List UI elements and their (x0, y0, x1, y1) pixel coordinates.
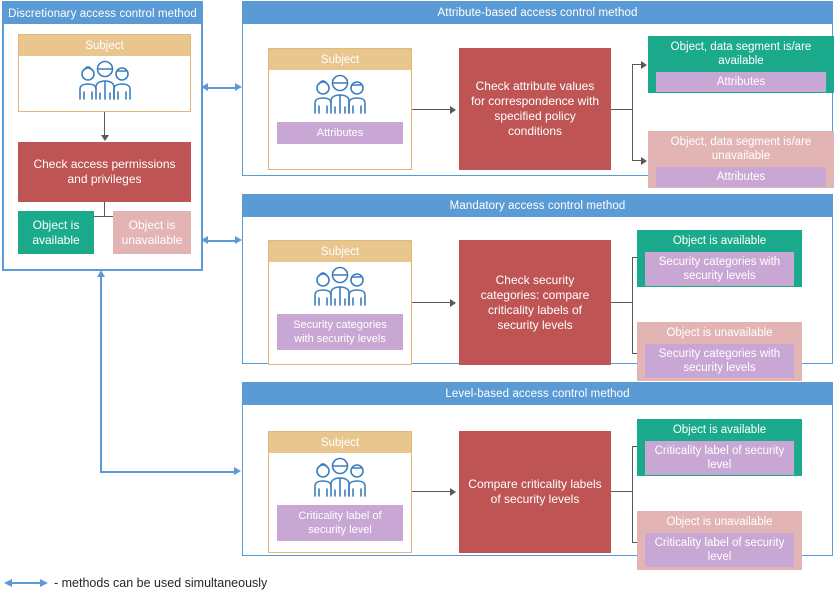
result-title: Object, data segment is/are unavailable (670, 136, 812, 162)
connector-line (611, 491, 633, 493)
process-box-discretionary: Check access permissions and privileges (18, 142, 191, 202)
panel-body-mandatory: Subject Security categories (243, 217, 832, 381)
connector-line (412, 302, 452, 304)
simultaneous-connector-level-vertical (100, 277, 102, 472)
subject-card-attribute: Subject Attributes (268, 48, 412, 170)
connector-arrowhead (100, 135, 109, 141)
connector-arrowhead-right (234, 467, 241, 475)
result-title: Object is unavailable (666, 516, 773, 528)
connector-line (631, 258, 633, 354)
subject-body: Attributes (269, 70, 411, 169)
panel-body-attribute: Subject Attributes (243, 24, 834, 188)
connector-line (611, 302, 633, 304)
panel-body-level: Subject Criticality label of (243, 405, 832, 570)
panel-level-based-access-control: Level-based access control method Subjec… (242, 382, 833, 570)
process-box-mandatory: Check security categories: compare criti… (459, 240, 611, 365)
result-badge: Attributes (656, 167, 826, 187)
people-group-icon (309, 456, 371, 503)
subject-body: Criticality label of security level (269, 453, 411, 552)
people-group-icon (74, 59, 136, 106)
subject-badge-mandatory: Security categories with security levels (277, 314, 403, 350)
subject-card-discretionary: Subject (18, 34, 191, 112)
result-badge: Security categories with security levels (645, 344, 794, 378)
simultaneous-connector-attribute (207, 86, 237, 89)
simultaneous-connector-mandatory (207, 239, 237, 242)
connector-arrowhead-up (96, 270, 105, 277)
panel-discretionary-access-control: Discretionary access control method Subj… (2, 1, 203, 271)
subject-body (19, 56, 190, 111)
connector-line (412, 491, 452, 493)
connector-arrowhead (450, 106, 456, 114)
connector-line (631, 159, 644, 161)
simultaneous-connector-level-horizontal (100, 470, 236, 473)
result-badge: Criticality label of security level (645, 533, 794, 567)
subject-body: Security categories with security levels (269, 262, 411, 364)
connector-arrowhead (450, 299, 456, 307)
connector-arrowhead (641, 61, 647, 69)
subject-badge-level: Criticality label of security level (277, 505, 403, 541)
people-group-icon (309, 265, 371, 312)
result-title: Object, data segment is/are available (670, 41, 812, 67)
panel-body-discretionary: Subject (4, 24, 201, 269)
legend: - methods can be used simultaneously (4, 572, 424, 594)
result-title: Object is available (672, 235, 767, 247)
result-badge: Security categories with security levels (645, 252, 794, 286)
subject-title: Subject (269, 241, 411, 262)
result-title: Object is unavailable (666, 327, 773, 339)
result-title: Object is available (672, 424, 767, 436)
panel-attribute-based-access-control: Attribute-based access control method Su… (242, 1, 834, 188)
connector-arrowhead-left (201, 236, 208, 244)
subject-title: Subject (269, 432, 411, 453)
people-group-icon (309, 73, 371, 120)
connector-line (56, 216, 153, 218)
result-unavailable-level: Object is unavailable Criticality label … (637, 511, 802, 570)
connector-line (631, 65, 633, 161)
result-badge: Attributes (656, 72, 826, 92)
connector-line (631, 64, 644, 66)
result-available-mandatory: Object is available Security categories … (637, 230, 802, 287)
process-box-attribute: Check attribute values for correspondenc… (459, 48, 611, 170)
subject-badge-attribute: Attributes (277, 122, 403, 144)
panel-title-attribute: Attribute-based access control method (243, 2, 832, 24)
subject-card-mandatory: Subject Security categories (268, 240, 412, 365)
process-box-level: Compare criticality labels of security l… (459, 431, 611, 553)
subject-card-level: Subject Criticality label of (268, 431, 412, 553)
subject-title: Subject (19, 35, 190, 56)
subject-title: Subject (269, 49, 411, 70)
connector-arrowhead (641, 156, 647, 165)
connector-arrowhead-right (235, 236, 242, 244)
panel-title-level: Level-based access control method (243, 383, 832, 405)
result-badge: Criticality label of security level (645, 441, 794, 475)
result-available-attribute: Object, data segment is/are available At… (648, 36, 834, 93)
connector-line (104, 112, 106, 137)
result-unavailable-attribute: Object, data segment is/are unavailable … (648, 131, 834, 188)
connector-arrowhead (450, 488, 456, 496)
result-unavailable-mandatory: Object is unavailable Security categorie… (637, 322, 802, 381)
result-available-discretionary: Object is available (18, 211, 94, 254)
panel-mandatory-access-control: Mandatory access control method Subject (242, 194, 833, 381)
connector-arrowhead-left (201, 83, 208, 91)
result-available-level: Object is available Criticality label of… (637, 419, 802, 476)
connector-line (631, 447, 633, 543)
double-arrow-icon (4, 577, 48, 589)
panel-title-discretionary: Discretionary access control method (4, 3, 201, 24)
connector-arrowhead-right (235, 83, 242, 91)
legend-text: - methods can be used simultaneously (54, 576, 268, 590)
connector-line (412, 109, 452, 111)
connector-line (611, 109, 633, 111)
result-unavailable-discretionary: Object is unavailable (113, 211, 191, 254)
connector-line (104, 202, 106, 217)
panel-title-mandatory: Mandatory access control method (243, 195, 832, 217)
